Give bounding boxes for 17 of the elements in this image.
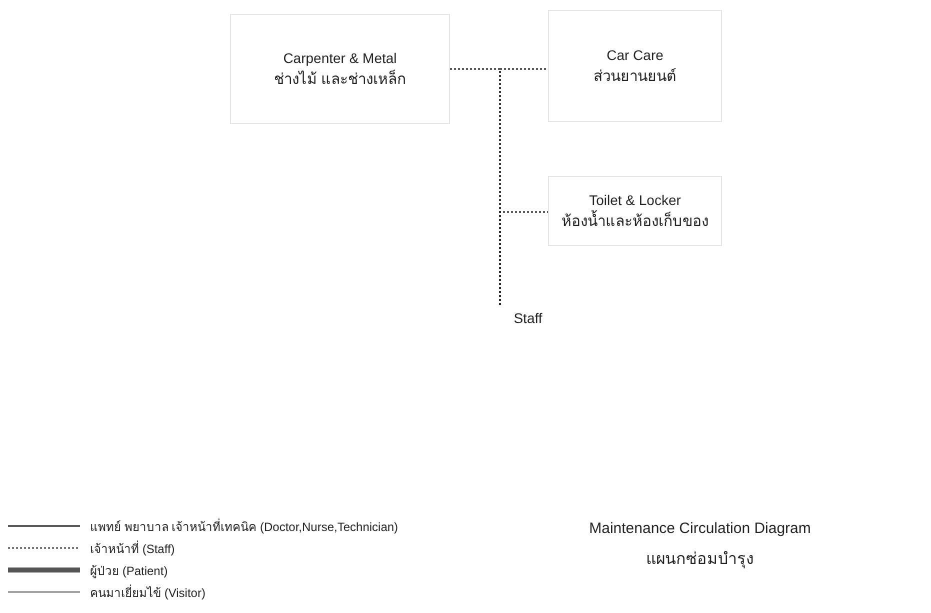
room-name: Carpenter & Metal [283,49,397,68]
room-box [548,10,722,122]
room-name-thai: ช่างไม้ และช่างเหล็ก [274,69,406,90]
room-name: Toilet & Locker [589,191,681,210]
legend-text: คนมาเยี่ยมไข้ (Visitor) [90,584,206,602]
room-name-thai: ส่วนยานยนต์ [594,67,676,87]
circulation-line [499,211,548,305]
legend-text: เจ้าหน้าที่ (Staff) [90,540,175,558]
title: Maintenance Circulation Diagram [589,520,811,537]
legend-text: แพทย์ พยาบาล เจ้าหน้าที่เทคนิค (Doctor,Nurse,Technician) [90,518,398,536]
title-thai: แผนกซ่อมบำรุง [646,550,754,570]
room-box [548,176,722,246]
legend-text: ผู้ป่วย (Patient) [90,563,168,580]
room-box [230,14,450,124]
room-name-thai: ห้องน้ำและห้องเก็บของ [562,211,708,233]
node-label: Staff [505,305,551,331]
room-name: Car Care [606,46,664,65]
